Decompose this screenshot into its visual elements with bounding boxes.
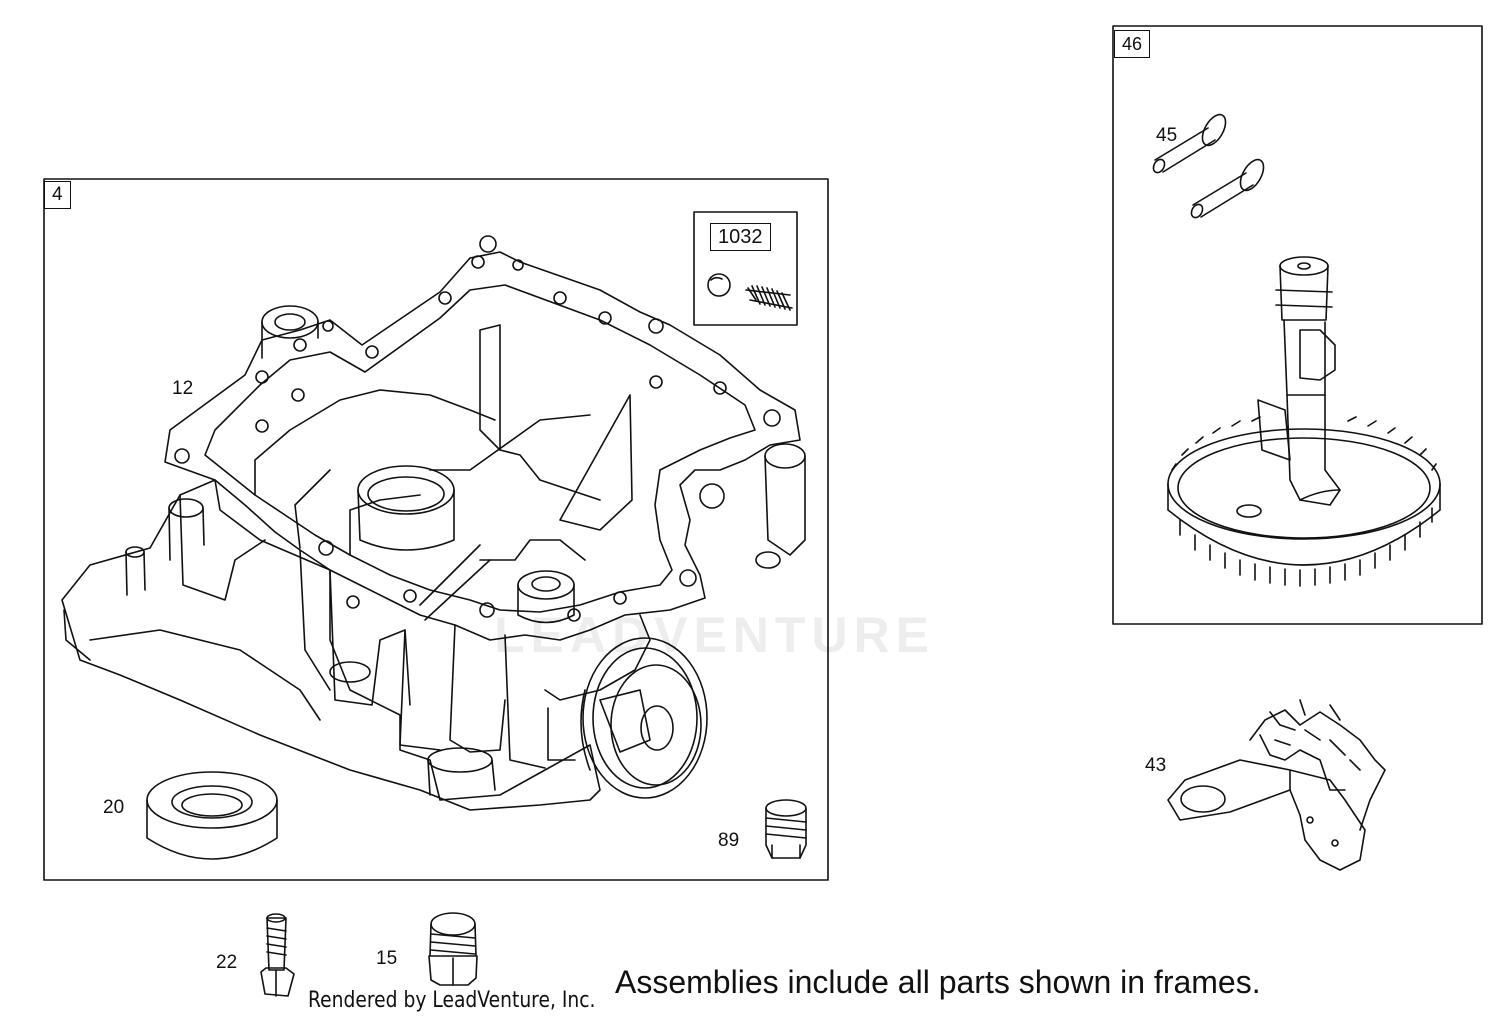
rendered-by-credit: Rendered by LeadVenture, Inc. xyxy=(308,988,596,1013)
spring-icon xyxy=(745,285,793,311)
callout-45: 45 xyxy=(1156,125,1178,146)
callout-20: 20 xyxy=(103,797,125,818)
frame-4-border xyxy=(43,178,829,881)
callout-89: 89 xyxy=(718,830,740,851)
frame-46-border xyxy=(1112,25,1483,625)
callout-22: 22 xyxy=(216,952,238,973)
kit-1032-border xyxy=(693,211,798,326)
callout-15: 15 xyxy=(376,948,398,969)
assemblies-note: Assemblies include all parts shown in fr… xyxy=(615,964,1261,1000)
camshaft-gear-icon xyxy=(1167,256,1441,587)
pipe-plug-icon xyxy=(765,799,807,859)
kit-1032-label: 1032 xyxy=(710,223,771,251)
oil-seal-icon xyxy=(146,771,278,860)
valve-lifter-pin-icon xyxy=(1152,113,1265,219)
bolt-icon xyxy=(260,913,295,997)
frame-46-label: 46 xyxy=(1114,30,1151,58)
sump-housing-icon xyxy=(61,235,806,811)
callout-43: 43 xyxy=(1145,755,1167,776)
watermark: LEADVENTURE xyxy=(494,607,936,663)
callout-12: 12 xyxy=(172,378,194,399)
frame-4-label: 4 xyxy=(44,181,71,209)
governor-assembly-icon xyxy=(1167,699,1386,871)
check-ball-icon xyxy=(707,273,731,297)
plug-icon xyxy=(428,912,478,986)
